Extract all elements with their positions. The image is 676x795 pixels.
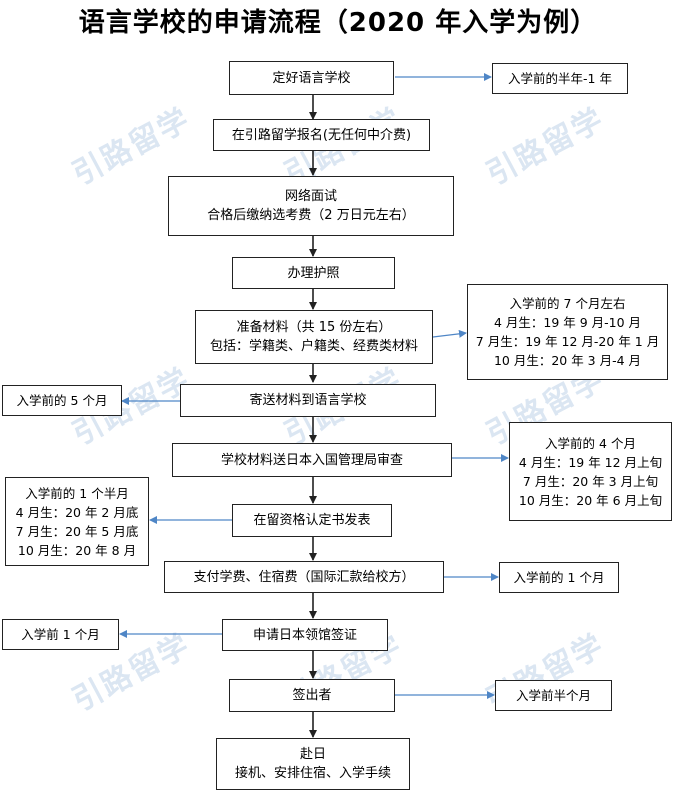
- note-choose-school: 入学前的半年-1 年: [492, 63, 628, 94]
- step-choose-school: 定好语言学校: [229, 61, 394, 95]
- step-label: 在引路留学报名(无任何中介费): [231, 127, 412, 143]
- step-label: 办理护照: [287, 265, 340, 281]
- step-send-materials: 寄送材料到语言学校: [180, 384, 436, 417]
- step-label: 学校材料送日本入国管理局审查: [220, 452, 403, 468]
- note-send-materials: 入学前的 5 个月: [2, 385, 122, 416]
- note-text: 10 月生：20 年 8 月: [17, 542, 137, 558]
- step-depart: 赴日 接机、安排住宿、入学手续: [216, 738, 410, 790]
- note-text: 10 月生：20 年 3 月-4 月: [493, 353, 642, 368]
- step-apply-agency: 在引路留学报名(无任何中介费): [213, 119, 430, 151]
- step-detail: 包括：学籍类、户籍类、经费类材料: [209, 339, 418, 354]
- step-immigration-review: 学校材料送日本入国管理局审查: [172, 443, 452, 477]
- note-coe-issued: 入学前的 1 个半月 4 月生：20 年 2 月底 7 月生：20 年 5 月底…: [5, 477, 149, 566]
- note-visa-apply: 入学前 1 个月: [2, 619, 119, 650]
- step-label: 赴日: [299, 747, 326, 762]
- step-label: 网络面试: [284, 189, 337, 204]
- note-text: 入学前 1 个月: [21, 627, 100, 642]
- note-text: 10 月生：20 年 6 月上旬: [518, 492, 663, 508]
- step-visa-issued: 签出者: [229, 679, 395, 712]
- note-text: 7 月生：19 年 12 月-20 年 1 月: [475, 334, 660, 349]
- note-text: 入学前半个月: [515, 688, 591, 703]
- step-label: 定好语言学校: [272, 70, 351, 86]
- note-text: 入学前的 1 个月: [513, 570, 605, 585]
- page-title: 语言学校的申请流程（2020 年入学为例）: [78, 8, 598, 38]
- step-visa-apply: 申请日本领馆签证: [222, 619, 388, 651]
- note-text: 4 月生：19 年 12 月上旬: [518, 454, 663, 470]
- note-pay-fees: 入学前的 1 个月: [499, 562, 619, 593]
- step-materials: 准备材料（共 15 份左右） 包括：学籍类、户籍类、经费类材料: [195, 310, 433, 364]
- step-label: 申请日本领馆签证: [252, 627, 357, 643]
- note-text: 入学前的 1 个半月: [25, 485, 129, 501]
- step-label: 寄送材料到语言学校: [249, 393, 367, 408]
- note-text: 入学前的 4 个月: [545, 435, 636, 451]
- step-pay-fees: 支付学费、住宿费（国际汇款给校方）: [164, 561, 444, 593]
- note-text: 7 月生：20 年 5 月底: [15, 523, 139, 539]
- note-text: 入学前的半年-1 年: [508, 71, 612, 86]
- step-detail: 合格后缴纳选考费（2 万日元左右）: [207, 208, 415, 223]
- note-materials: 入学前的 7 个月左右 4 月生：19 年 9 月-10 月 7 月生：19 年…: [467, 284, 668, 380]
- step-label: 签出者: [292, 688, 332, 703]
- step-passport: 办理护照: [232, 257, 395, 289]
- step-detail: 接机、安排住宿、入学手续: [234, 766, 391, 781]
- note-immigration-review: 入学前的 4 个月 4 月生：19 年 12 月上旬 7 月生：20 年 3 月…: [509, 422, 672, 521]
- timing-arrow: [432, 329, 467, 338]
- note-text: 入学前的 7 个月左右: [509, 296, 626, 311]
- note-text: 7 月生：20 年 3 月上旬: [522, 473, 659, 489]
- note-text: 入学前的 5 个月: [16, 393, 108, 408]
- note-text: 4 月生：20 年 2 月底: [15, 504, 139, 520]
- step-label: 在留资格认定书发表: [253, 513, 371, 528]
- step-coe-issued: 在留资格认定书发表: [232, 504, 392, 537]
- note-visa-issued: 入学前半个月: [495, 680, 612, 711]
- step-interview: 网络面试 合格后缴纳选考费（2 万日元左右）: [168, 176, 454, 236]
- step-label: 准备材料（共 15 份左右）: [236, 320, 392, 335]
- step-label: 支付学费、住宿费（国际汇款给校方）: [193, 569, 415, 585]
- note-text: 4 月生：19 年 9 月-10 月: [493, 315, 642, 330]
